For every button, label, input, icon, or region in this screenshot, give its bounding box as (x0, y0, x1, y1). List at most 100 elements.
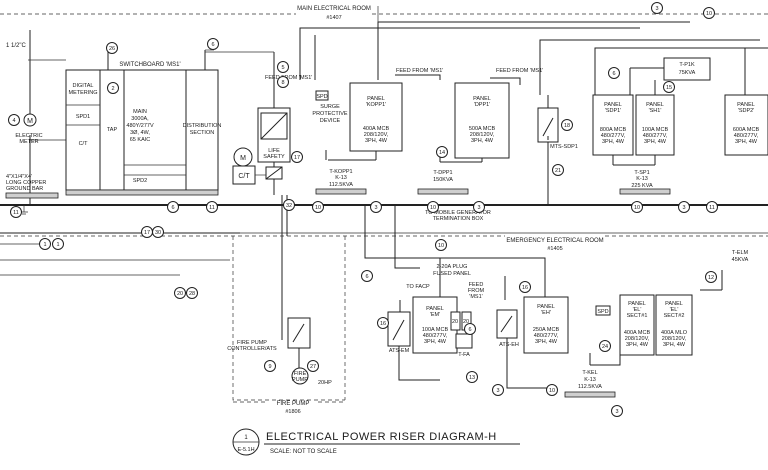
ats-em-switch (387, 311, 440, 381)
kopp1-line4: 208/120V, (364, 132, 389, 138)
note-number-18: 18 (564, 123, 570, 129)
transformer-kopp1 (315, 150, 367, 195)
feed-em-line2: FROM (468, 288, 485, 294)
note-number-4: 4 (12, 118, 15, 124)
note-bubble-28 (186, 287, 198, 299)
emergency-room-number: #1405 (547, 246, 562, 252)
distribution-line1: DISTRIBUTION (183, 123, 222, 129)
t-sp1-line1: T-SP1 (634, 170, 649, 176)
note-bubble-10 (312, 201, 324, 213)
note-bubble-1 (52, 238, 64, 250)
spd-box (315, 90, 329, 101)
title-block (232, 428, 520, 456)
spd-el-label: SPD (597, 309, 608, 315)
note-number-8: 8 (281, 80, 284, 86)
note-number-3: 3 (477, 205, 480, 211)
note-bubble-10 (703, 7, 715, 19)
spd-label: SPD (316, 94, 327, 100)
diagram-title: ELECTRICAL POWER RISER DIAGRAM-H (266, 431, 497, 443)
dpp1-line1: PANEL (473, 96, 491, 102)
t-kel-line3: 112.5KVA (578, 384, 602, 390)
sdp1-line1: PANEL (604, 102, 622, 108)
note-bubble-6 (608, 67, 620, 79)
panel-eh (523, 296, 569, 354)
el1-line3: SECT#1 (627, 313, 648, 319)
note-bubble-26 (106, 42, 118, 54)
meter-symbol: M (27, 118, 33, 125)
life-safety-section (205, 51, 291, 340)
switchboard-ct: C/T (79, 141, 89, 147)
note-bubble-11 (706, 201, 718, 213)
note-number-28: 28 (189, 291, 195, 297)
note-number-6: 6 (365, 274, 368, 280)
t-sp1-line3: 225 KVA (631, 183, 653, 189)
note-bubble-12 (705, 271, 717, 283)
panel-sdp1 (592, 94, 634, 156)
panel-sh1 (635, 94, 675, 156)
spd2-label: SPD2 (133, 178, 147, 184)
distribution-line2: SECTION (190, 130, 214, 136)
sh1-line4: 480/277V, (643, 133, 668, 139)
el1-line2: 'EL' (633, 307, 642, 313)
sh1-line1: PANEL (646, 102, 664, 108)
feed-from-ms1-b: FEED FROM 'MS1' (396, 68, 443, 74)
sdp2-line4: 480/277V, (734, 133, 759, 139)
fire-pump-ctrl-line2: CONTROLLER/ATS (227, 346, 277, 352)
note-number-1: 1 (56, 242, 59, 248)
note-bubble-32 (283, 199, 295, 211)
meter-label-line2: METER (19, 139, 38, 145)
mts-label: MTS-SDP1 (550, 144, 578, 150)
panel-kopp1 (328, 82, 403, 161)
t-elm-line2: 45KVA (732, 257, 749, 263)
ats-eh-switch (496, 309, 555, 389)
transformer-kel (564, 353, 621, 398)
sdp1-line4: 480/277V, (601, 133, 626, 139)
main-line3: 480Y/277V (126, 123, 154, 129)
detail-number: 1 (244, 435, 248, 441)
transformer-sp1 (612, 155, 671, 195)
metering-line2: METERING (68, 90, 97, 96)
switchboard-title: SWITCHBOARD 'MS1' (119, 62, 180, 68)
kopp1-line5: 3PH, 4W (365, 138, 388, 144)
note-bubble-4 (8, 114, 20, 126)
note-bubble-3 (473, 201, 485, 213)
note-bubble-11 (10, 206, 22, 218)
main-line4: 3Ø, 4W, (130, 130, 150, 136)
eh-line3: 250A MCB (533, 327, 560, 333)
el1-line5: 208/120V, (625, 336, 650, 342)
panel-dpp1 (417, 82, 510, 195)
em-line4: 480/277V, (423, 333, 448, 339)
note-number-10: 10 (430, 205, 436, 211)
t-fa-transformer (450, 311, 473, 349)
kopp1-line2: 'KOPP1' (366, 102, 386, 108)
spd-line1: SURGE (320, 104, 340, 110)
panel-el (619, 294, 693, 356)
sdp1-line5: 3PH, 4W (602, 139, 625, 145)
dpp1-line4: 208/120V, (470, 132, 495, 138)
note-number-6: 6 (171, 205, 174, 211)
t-kel-line1: T-KEL (582, 370, 597, 376)
ground-bar-line2: LONG COPPER (6, 180, 46, 186)
eh-line2: 'EH' (541, 310, 551, 316)
sheet-number: E-5.1H (237, 447, 254, 453)
dpp1-line2: 'DPP1' (474, 102, 490, 108)
note-number-15: 15 (666, 85, 672, 91)
note-number-6: 6 (612, 71, 615, 77)
t-dpp1-line2: 150KVA (433, 177, 453, 183)
transformer-elm (700, 270, 723, 291)
em-line2: 'EM' (430, 312, 440, 318)
note-number-1: 1 (43, 242, 46, 248)
el2-line2: 'EL' (670, 307, 679, 313)
spd-el-box (595, 305, 611, 316)
fire-pump-line2: PUMP (292, 377, 308, 383)
fuse-1: 20 (452, 319, 458, 325)
note-bubble-3 (370, 201, 382, 213)
spd-line3: DEVICE (320, 118, 341, 124)
note-number-5: 5 (281, 65, 284, 71)
main-room-number: #1407 (326, 15, 341, 21)
note-bubble-9 (264, 360, 276, 372)
note-number-14: 14 (439, 150, 445, 156)
life-safety-line2: SAFETY (263, 154, 285, 160)
